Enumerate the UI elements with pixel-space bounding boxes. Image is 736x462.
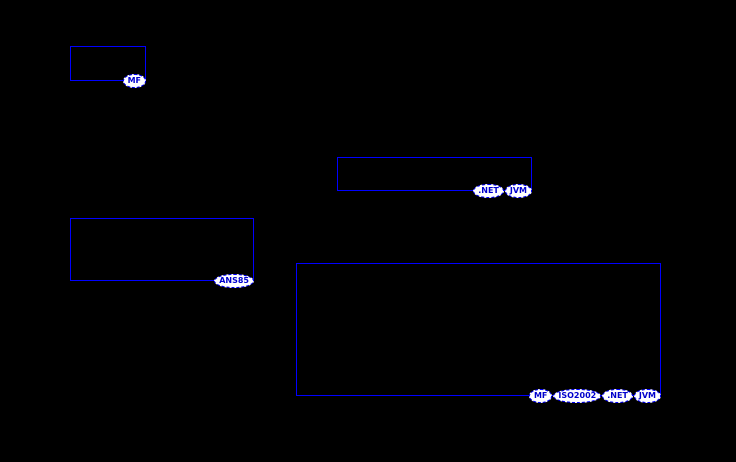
dialect-badge-net: .NET xyxy=(602,389,633,403)
dialect-badge-mf: MF xyxy=(122,74,146,88)
dialect-badge-jvm: JVM xyxy=(633,389,661,403)
dialect-badge-row: MF xyxy=(122,74,146,88)
dialect-badge-ans85: ANS85 xyxy=(214,274,254,288)
dialect-badge-mf: MF xyxy=(528,389,553,403)
dialect-badge-iso2002: ISO2002 xyxy=(553,389,602,403)
dialect-badge-jvm: JVM xyxy=(504,184,532,198)
dialect-box-mf: MF xyxy=(70,46,146,88)
dialect-badge-row: ANS85 xyxy=(214,274,254,288)
dialect-badge-net: .NET xyxy=(473,184,504,198)
dialect-box-ans85: ANS85 xyxy=(70,218,254,288)
